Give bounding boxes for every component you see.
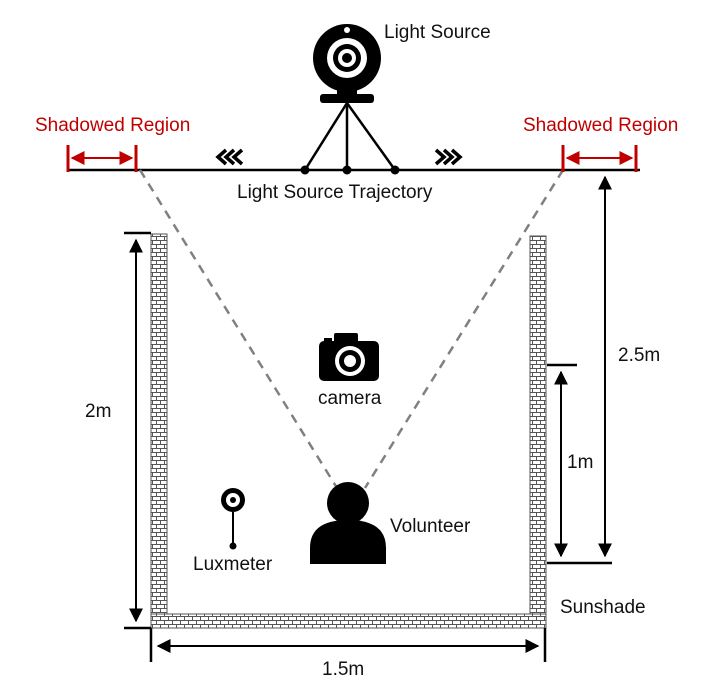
shadowed-region-left-marker xyxy=(66,145,138,172)
dimension-sunshade-height xyxy=(547,363,612,565)
dimension-wall-height xyxy=(124,231,151,630)
chevrons-right-icon xyxy=(434,148,463,166)
dimension-wall-height-label: 2m xyxy=(85,401,111,422)
luxmeter-icon xyxy=(221,488,245,550)
trajectory-label: Light Source Trajectory xyxy=(237,182,433,203)
light-source-icon xyxy=(300,24,400,175)
chevrons-left-icon xyxy=(215,148,244,166)
camera-icon xyxy=(319,333,379,381)
dimension-track-height-label: 2.5m xyxy=(618,345,660,366)
volunteer-label: Volunteer xyxy=(390,516,471,537)
shadowed-region-left-label: Shadowed Region xyxy=(35,115,190,136)
left-wall xyxy=(150,233,168,629)
floor xyxy=(150,613,547,629)
dimension-floor-width-label: 1.5m xyxy=(322,659,364,680)
light-source-label: Light Source xyxy=(384,22,491,43)
sunshade-label: Sunshade xyxy=(560,597,646,618)
dimension-floor-width xyxy=(149,628,547,662)
right-wall xyxy=(529,235,547,629)
dimension-sunshade-height-label: 1m xyxy=(567,452,593,473)
volunteer-icon xyxy=(310,482,386,564)
camera-label: camera xyxy=(318,388,382,409)
light-beam-left xyxy=(138,169,339,489)
luxmeter-label: Luxmeter xyxy=(193,554,273,575)
shadowed-region-right-marker xyxy=(561,145,638,172)
shadowed-region-right-label: Shadowed Region xyxy=(523,115,678,136)
light-beam-right xyxy=(363,169,565,489)
